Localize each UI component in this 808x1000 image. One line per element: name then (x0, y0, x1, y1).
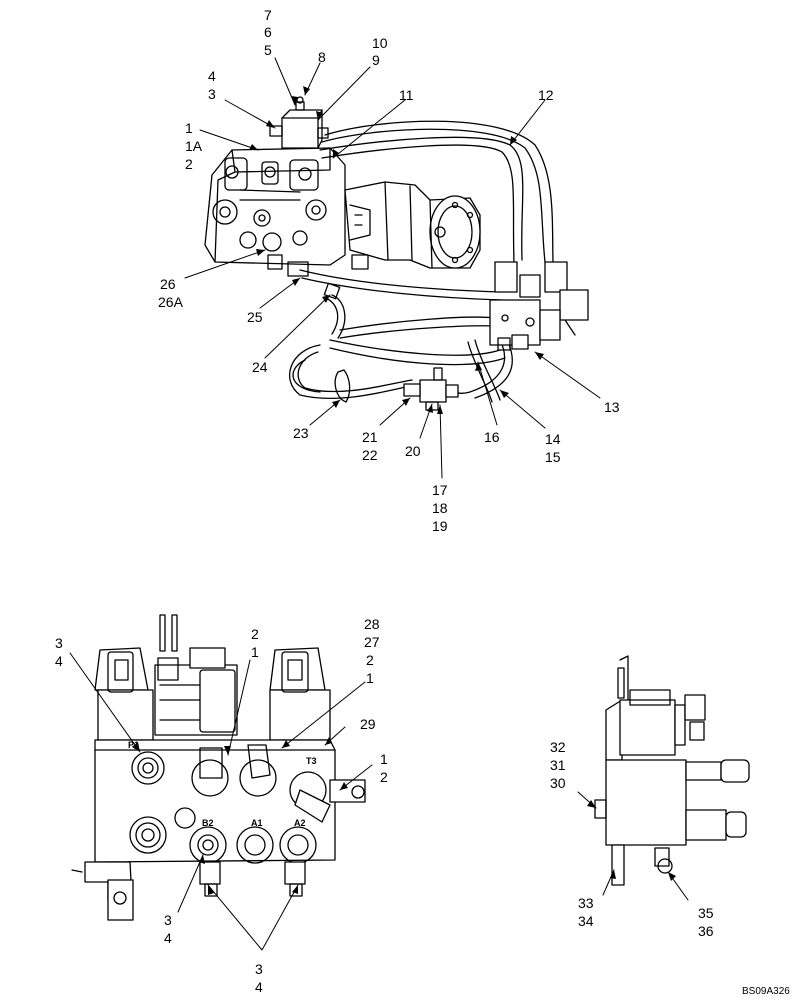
leader-lines-top (184, 57, 601, 479)
callout-35: 35 (698, 905, 714, 921)
callout-3-bottom: 3 (255, 961, 263, 977)
hose-16-13-14 (289, 316, 513, 403)
callout-21: 21 (362, 429, 378, 445)
callout-2-manifold: 2 (251, 626, 259, 642)
callout-3-b2: 3 (164, 912, 172, 928)
arrowheads-top (249, 86, 544, 414)
callout-3-manifold-top: 3 (55, 635, 63, 651)
callout-19: 19 (432, 518, 448, 534)
control-valve-manifold: P1 T3 B2 A1 A2 (71, 614, 366, 921)
callout-1-t3: 1 (380, 751, 388, 767)
callout-13: 13 (604, 399, 620, 415)
callout-1-manifold: 1 (251, 644, 259, 660)
callout-29: 29 (360, 716, 376, 732)
callout-20: 20 (405, 443, 421, 459)
callout-6: 6 (264, 24, 272, 40)
pump-motor-assembly (204, 96, 481, 277)
port-label-a1: A1 (251, 818, 263, 828)
callout-4-manifold-top: 4 (55, 653, 63, 669)
hose-clip-23 (334, 369, 351, 403)
callout-32: 32 (550, 739, 566, 755)
callout-14: 14 (545, 431, 561, 447)
callout-16: 16 (484, 429, 500, 445)
port-label-a2: A2 (294, 818, 306, 828)
port-label-t3: T3 (306, 756, 317, 766)
callout-9: 9 (372, 52, 380, 68)
callout-17: 17 (432, 482, 448, 498)
callout-10: 10 (372, 35, 388, 51)
callout-7: 7 (264, 7, 272, 23)
leader-lines-manifold (69, 652, 373, 951)
port-label-b2: B2 (202, 818, 214, 828)
valve-side-view (594, 655, 750, 886)
arrowheads-manifold (132, 737, 348, 895)
arrowheads-side (587, 800, 676, 881)
callout-4-bottom: 4 (255, 979, 263, 995)
callout-23: 23 (293, 425, 309, 441)
callout-8: 8 (318, 49, 326, 65)
port-label-p1: P1 (128, 740, 139, 750)
callout-2: 2 (185, 156, 193, 172)
callout-36: 36 (698, 923, 714, 939)
callout-28: 28 (364, 616, 380, 632)
callout-1-solenoid: 1 (366, 670, 374, 686)
callout-2-t3: 2 (380, 769, 388, 785)
callout-27: 27 (364, 634, 380, 650)
callout-5: 5 (264, 42, 272, 58)
callout-25: 25 (247, 309, 263, 325)
callout-34: 34 (578, 913, 594, 929)
callout-3: 3 (208, 86, 216, 102)
callout-24: 24 (252, 359, 268, 375)
callout-22: 22 (362, 447, 378, 463)
callout-1: 1 (185, 120, 193, 136)
callout-18: 18 (432, 500, 448, 516)
valve-stack-right (489, 261, 589, 351)
tee-fitting (403, 367, 459, 411)
callout-15: 15 (545, 449, 561, 465)
hose-25 (299, 269, 503, 301)
callout-33: 33 (578, 895, 594, 911)
callout-4-b2: 4 (164, 930, 172, 946)
callout-4: 4 (208, 68, 216, 84)
callout-26a: 26A (158, 294, 183, 310)
callout-11: 11 (399, 87, 414, 103)
figure-id: BS09A326 (742, 986, 790, 997)
hose-24 (323, 282, 346, 339)
callout-26: 26 (160, 276, 176, 292)
callout-12: 12 (538, 87, 554, 103)
callout-2-solenoid: 2 (366, 652, 374, 668)
callout-1a: 1A (185, 138, 203, 154)
callout-31: 31 (550, 757, 566, 773)
callout-30: 30 (550, 775, 566, 791)
